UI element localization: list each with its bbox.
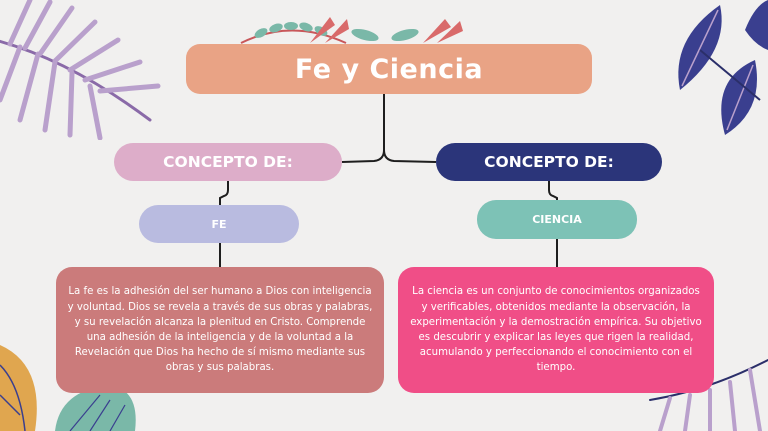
concept-label-left: CONCEPTO DE: xyxy=(114,143,342,181)
definition-ciencia: La ciencia es un conjunto de conocimient… xyxy=(398,267,714,393)
definition-fe: La fe es la adhesión del ser humano a Di… xyxy=(56,267,384,393)
palm-leaf-icon xyxy=(0,0,161,140)
term-ciencia: CIENCIA xyxy=(477,200,637,239)
concept-label-right: CONCEPTO DE: xyxy=(436,143,662,181)
diagram-title: Fe y Ciencia xyxy=(186,44,592,94)
palm-leaf-icon xyxy=(649,359,768,431)
monstera-leaf-icon xyxy=(0,345,136,431)
fern-leaf-icon xyxy=(310,17,463,43)
tropical-leaf-icon xyxy=(678,0,768,135)
term-fe: FE xyxy=(139,205,299,243)
